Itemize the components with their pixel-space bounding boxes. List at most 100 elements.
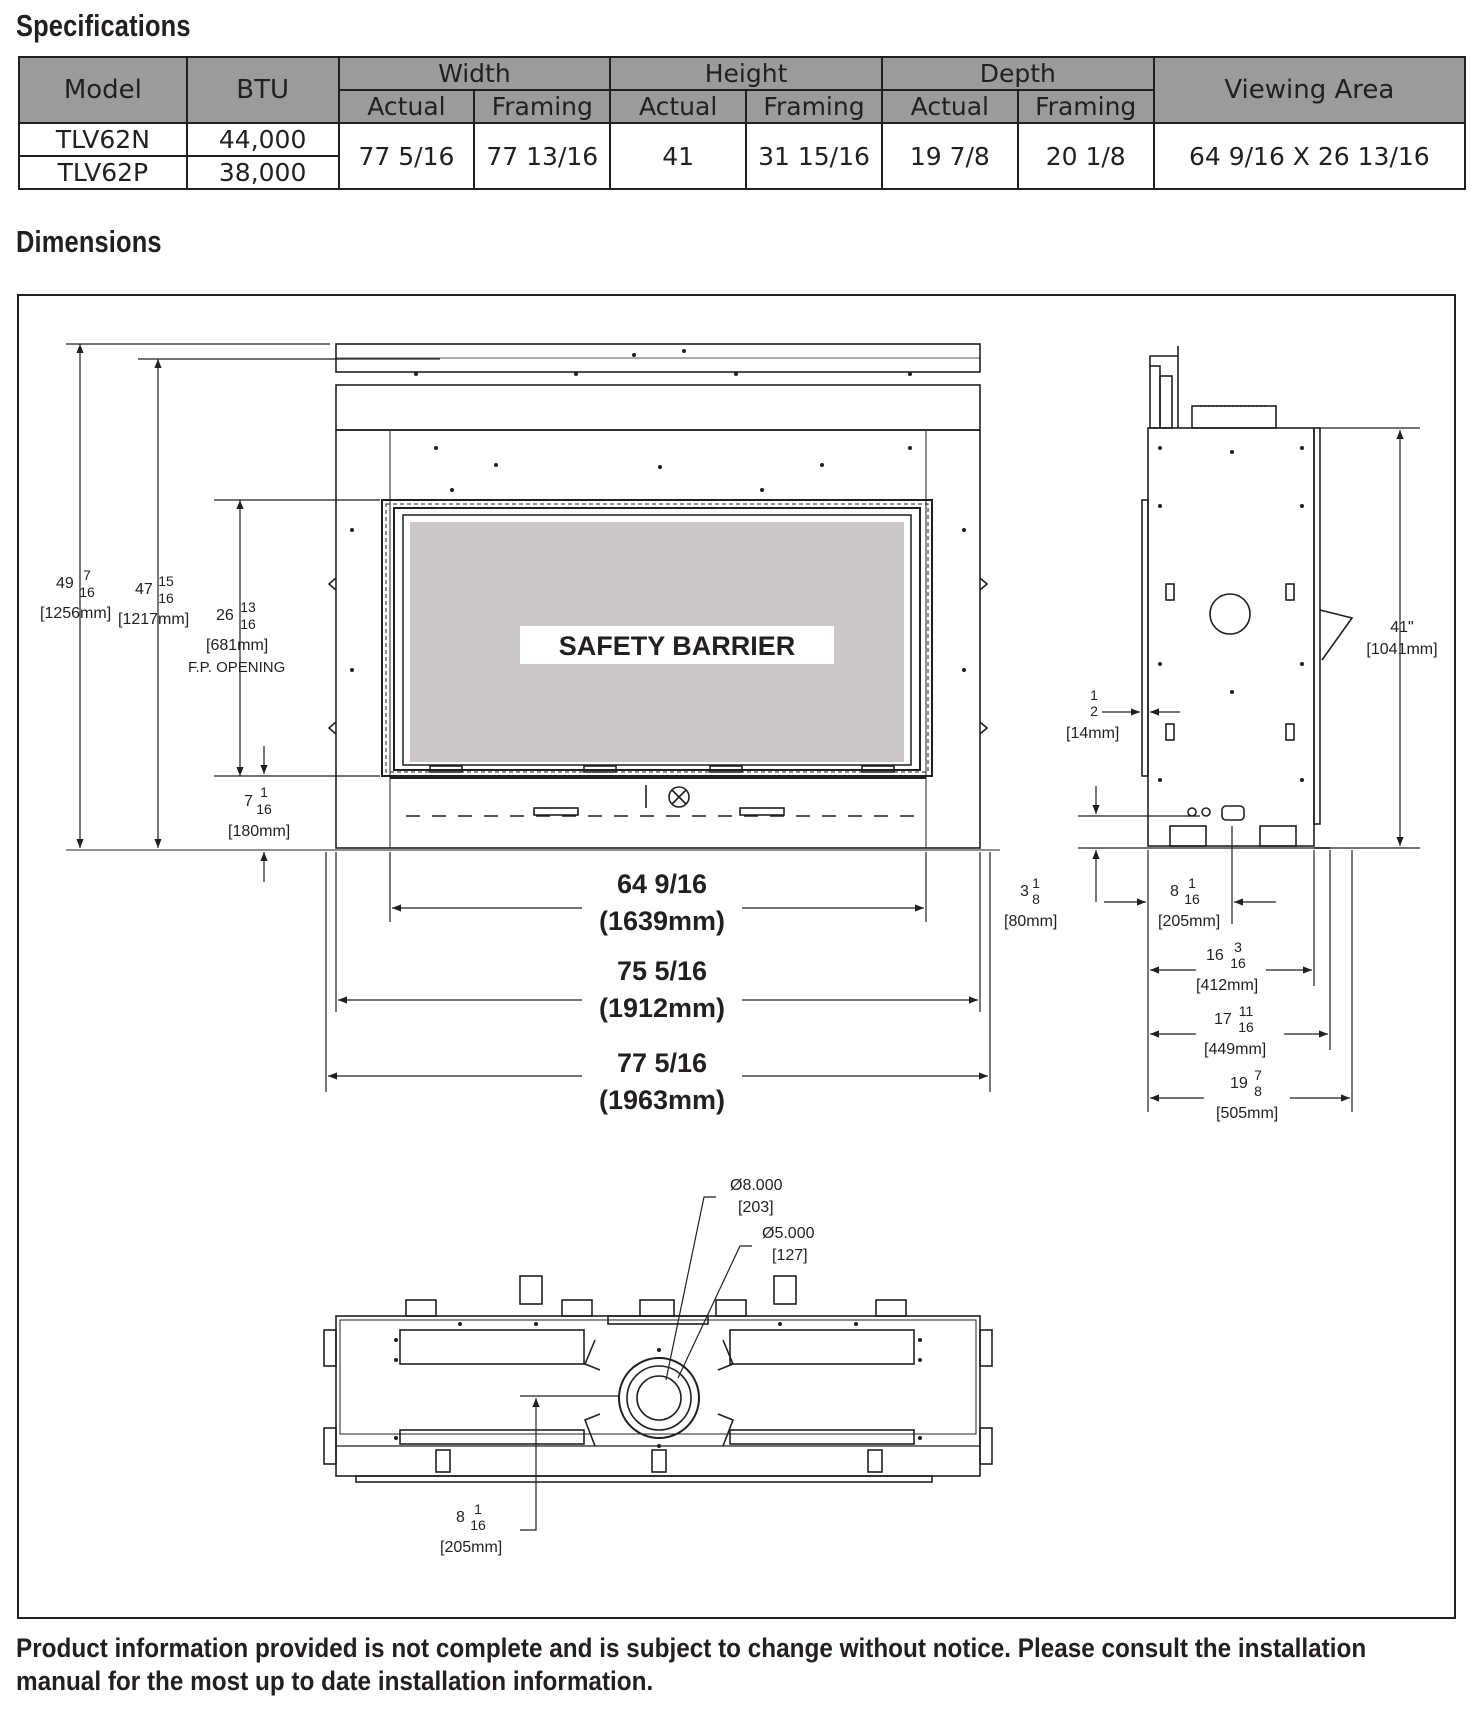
side-view xyxy=(1141,346,1354,849)
safety-barrier-label: SAFETY BARRIER xyxy=(559,631,796,661)
side-d16-mm: [412mm] xyxy=(1196,977,1258,994)
front-view-dots xyxy=(350,349,966,672)
side-view-dots xyxy=(1158,446,1304,782)
dim-47-den: 16 xyxy=(158,590,174,606)
header-height-actual: Actual xyxy=(609,89,748,124)
front-view xyxy=(66,343,1000,851)
top-d8-whole: 8 xyxy=(456,1509,465,1526)
side-height-mm: [1041mm] xyxy=(1366,641,1437,658)
top-d8-mm: [205mm] xyxy=(440,1539,502,1556)
top-d8-num: 1 xyxy=(474,1501,482,1517)
cell-btu: 44,000 xyxy=(185,122,340,157)
cell-depth-actual: 19 7/8 xyxy=(880,122,1019,190)
side-d3-mm: [80mm] xyxy=(1004,913,1057,930)
header-model: Model xyxy=(18,56,188,124)
fp-opening-label: F.P. OPENING xyxy=(188,659,285,676)
dim-47-whole: 47 xyxy=(135,581,153,598)
header-width: Width xyxy=(337,56,612,91)
dim-26-mm: [681mm] xyxy=(206,637,268,654)
side-d19-whole: 19 xyxy=(1230,1075,1248,1092)
width-viewing: 64 9/16 xyxy=(617,869,707,899)
cell-height-actual: 41 xyxy=(609,122,748,190)
side-d8-whole: 8 xyxy=(1170,883,1179,900)
side-half-mm: [14mm] xyxy=(1066,725,1119,742)
side-d16-whole: 16 xyxy=(1206,947,1224,964)
dim-49-whole: 49 xyxy=(56,575,74,592)
side-d8-num: 1 xyxy=(1188,875,1196,891)
side-half-num: 1 xyxy=(1090,687,1098,703)
dia8-mm: [203] xyxy=(738,1199,774,1216)
dim-49-den: 16 xyxy=(79,584,95,600)
header-height-framing: Framing xyxy=(745,89,883,124)
front-vertical-dimensions xyxy=(66,343,440,882)
cell-depth-framing: 20 1/8 xyxy=(1016,122,1155,190)
dim-47-num: 15 xyxy=(158,573,174,589)
cell-viewing-area: 64 9/16 X 26 13/16 xyxy=(1152,122,1467,190)
width-overall-mm: (1963mm) xyxy=(599,1085,725,1115)
side-d19-num: 7 xyxy=(1254,1067,1262,1083)
top-d8-den: 16 xyxy=(470,1517,486,1533)
header-depth-framing: Framing xyxy=(1016,89,1155,124)
cell-model: TLV62N xyxy=(18,122,188,157)
side-d3-den: 8 xyxy=(1032,891,1040,907)
dim-26-num: 13 xyxy=(240,599,256,615)
cell-model: TLV62P xyxy=(18,155,188,190)
dia5-label: Ø5.000 xyxy=(762,1225,815,1242)
side-d16-den: 16 xyxy=(1230,955,1246,971)
side-d3-whole: 3 xyxy=(1020,883,1029,900)
side-d17-whole: 17 xyxy=(1214,1011,1232,1028)
specifications-title: Specifications xyxy=(16,8,191,43)
dia5-mm: [127] xyxy=(772,1247,808,1264)
width-viewing-mm: (1639mm) xyxy=(599,906,725,936)
dim-7-den: 16 xyxy=(256,801,272,817)
dim-7-num: 1 xyxy=(260,784,268,800)
top-view-labels: Ø8.000 [203] Ø5.000 [127] 8 1 16 [205mm] xyxy=(440,1177,815,1556)
side-d17-den: 16 xyxy=(1238,1019,1254,1035)
width-framing-mm: (1912mm) xyxy=(599,993,725,1023)
header-height: Height xyxy=(609,56,883,91)
width-framing: 75 5/16 xyxy=(617,956,707,986)
front-dim-labels: 49 7 16 [1256mm] 47 15 16 [1217mm] 26 13… xyxy=(40,567,290,840)
dimensions-title: Dimensions xyxy=(16,224,162,259)
front-width-labels: 64 9/16 (1639mm) 75 5/16 (1912mm) 77 5/1… xyxy=(599,869,725,1115)
header-depth: Depth xyxy=(880,56,1155,91)
table-row: TLV62N 44,000 77 5/16 77 13/16 41 31 15/… xyxy=(18,122,1467,190)
cell-height-framing: 31 15/16 xyxy=(745,122,883,190)
side-height: 41" xyxy=(1390,619,1413,636)
dim-26-den: 16 xyxy=(240,616,256,632)
side-d17-mm: [449mm] xyxy=(1204,1041,1266,1058)
cell-btu: 38,000 xyxy=(185,155,340,190)
safety-barrier-label-bg xyxy=(520,626,834,664)
header-depth-actual: Actual xyxy=(880,89,1019,124)
dim-49-mm: [1256mm] xyxy=(40,605,111,622)
side-dim-labels: 41" [1041mm] 1 2 [14mm] 3 1 8 [80mm] 8 1… xyxy=(1004,619,1438,1122)
header-btu: BTU xyxy=(185,56,340,124)
side-d16-num: 3 xyxy=(1234,939,1242,955)
header-viewing-area: Viewing Area xyxy=(1152,56,1467,124)
width-overall: 77 5/16 xyxy=(617,1048,707,1078)
specifications-table: Model BTU Width Height Depth Viewing Are… xyxy=(18,56,1467,190)
side-d8-den: 16 xyxy=(1184,891,1200,907)
front-horizontal-dimensions xyxy=(325,852,991,1092)
side-d19-den: 8 xyxy=(1254,1083,1262,1099)
dim-26-whole: 26 xyxy=(216,607,234,624)
cell-width-actual: 77 5/16 xyxy=(337,122,476,190)
disclaimer-footer: Product information provided is not comp… xyxy=(16,1633,1367,1696)
side-d3-num: 1 xyxy=(1032,875,1040,891)
header-width-actual: Actual xyxy=(337,89,476,124)
cell-width-framing: 77 13/16 xyxy=(473,122,612,190)
side-d19-mm: [505mm] xyxy=(1216,1105,1278,1122)
dim-49-num: 7 xyxy=(83,567,91,583)
dia8-label: Ø8.000 xyxy=(730,1177,783,1194)
dim-7-mm: [180mm] xyxy=(228,823,290,840)
dim-47-mm: [1217mm] xyxy=(118,611,189,628)
side-d8-mm: [205mm] xyxy=(1158,913,1220,930)
top-view-dots xyxy=(394,1322,922,1448)
top-view-dimensions xyxy=(520,1196,752,1531)
header-width-framing: Framing xyxy=(473,89,612,124)
side-d17-num: 11 xyxy=(1239,1003,1254,1019)
side-half-den: 2 xyxy=(1090,703,1098,719)
top-view xyxy=(323,1275,993,1483)
drawing-frame xyxy=(17,294,1456,1619)
